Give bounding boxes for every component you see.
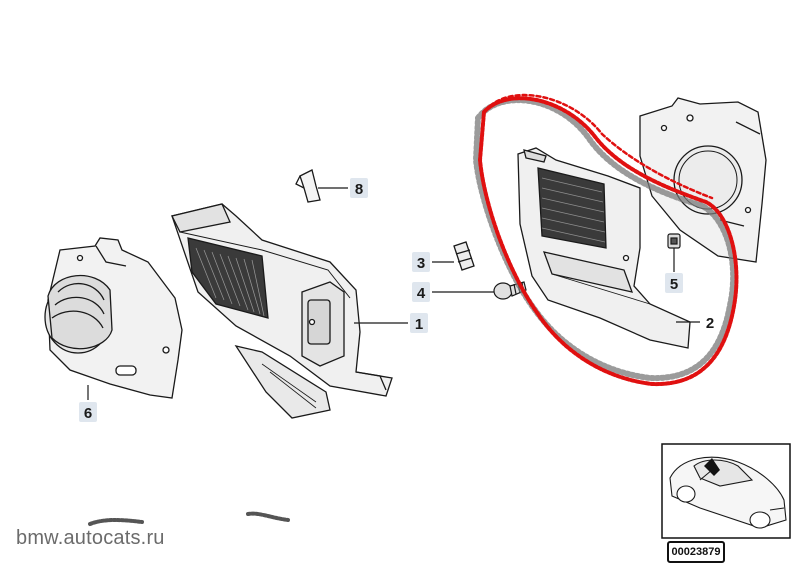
callout-8: 8 bbox=[350, 178, 368, 198]
part-3-clip bbox=[453, 241, 475, 271]
callout-6: 6 bbox=[79, 402, 97, 422]
svg-text:8: 8 bbox=[355, 181, 363, 198]
part-8-bracket-clip bbox=[295, 169, 321, 203]
part-2-right-kick-panel bbox=[517, 147, 691, 349]
callout-5: 5 bbox=[665, 273, 683, 293]
reference-code: 00023879 bbox=[667, 541, 725, 563]
part-1-kick-panel bbox=[171, 203, 393, 419]
part-6-side-cover bbox=[44, 237, 183, 399]
svg-text:3: 3 bbox=[417, 255, 425, 272]
svg-text:2: 2 bbox=[706, 315, 714, 332]
part-5-clip bbox=[667, 233, 681, 249]
grey-scribble-marks bbox=[88, 511, 290, 526]
leader-lines bbox=[87, 187, 700, 400]
red-highlight-outline bbox=[472, 93, 739, 387]
svg-text:5: 5 bbox=[670, 276, 678, 293]
svg-text:6: 6 bbox=[84, 405, 92, 422]
callout-4: 4 bbox=[412, 282, 430, 302]
svg-text:1: 1 bbox=[415, 316, 423, 333]
callout-2: 2 bbox=[706, 315, 714, 332]
callout-1: 1 bbox=[410, 313, 428, 333]
watermark-text: bmw.autocats.ru bbox=[16, 527, 165, 549]
right-side-cover bbox=[639, 97, 767, 263]
callout-3: 3 bbox=[412, 252, 430, 272]
svg-text:4: 4 bbox=[417, 285, 426, 302]
location-marker-icon bbox=[704, 458, 720, 476]
car-location-thumbnail bbox=[661, 443, 791, 539]
